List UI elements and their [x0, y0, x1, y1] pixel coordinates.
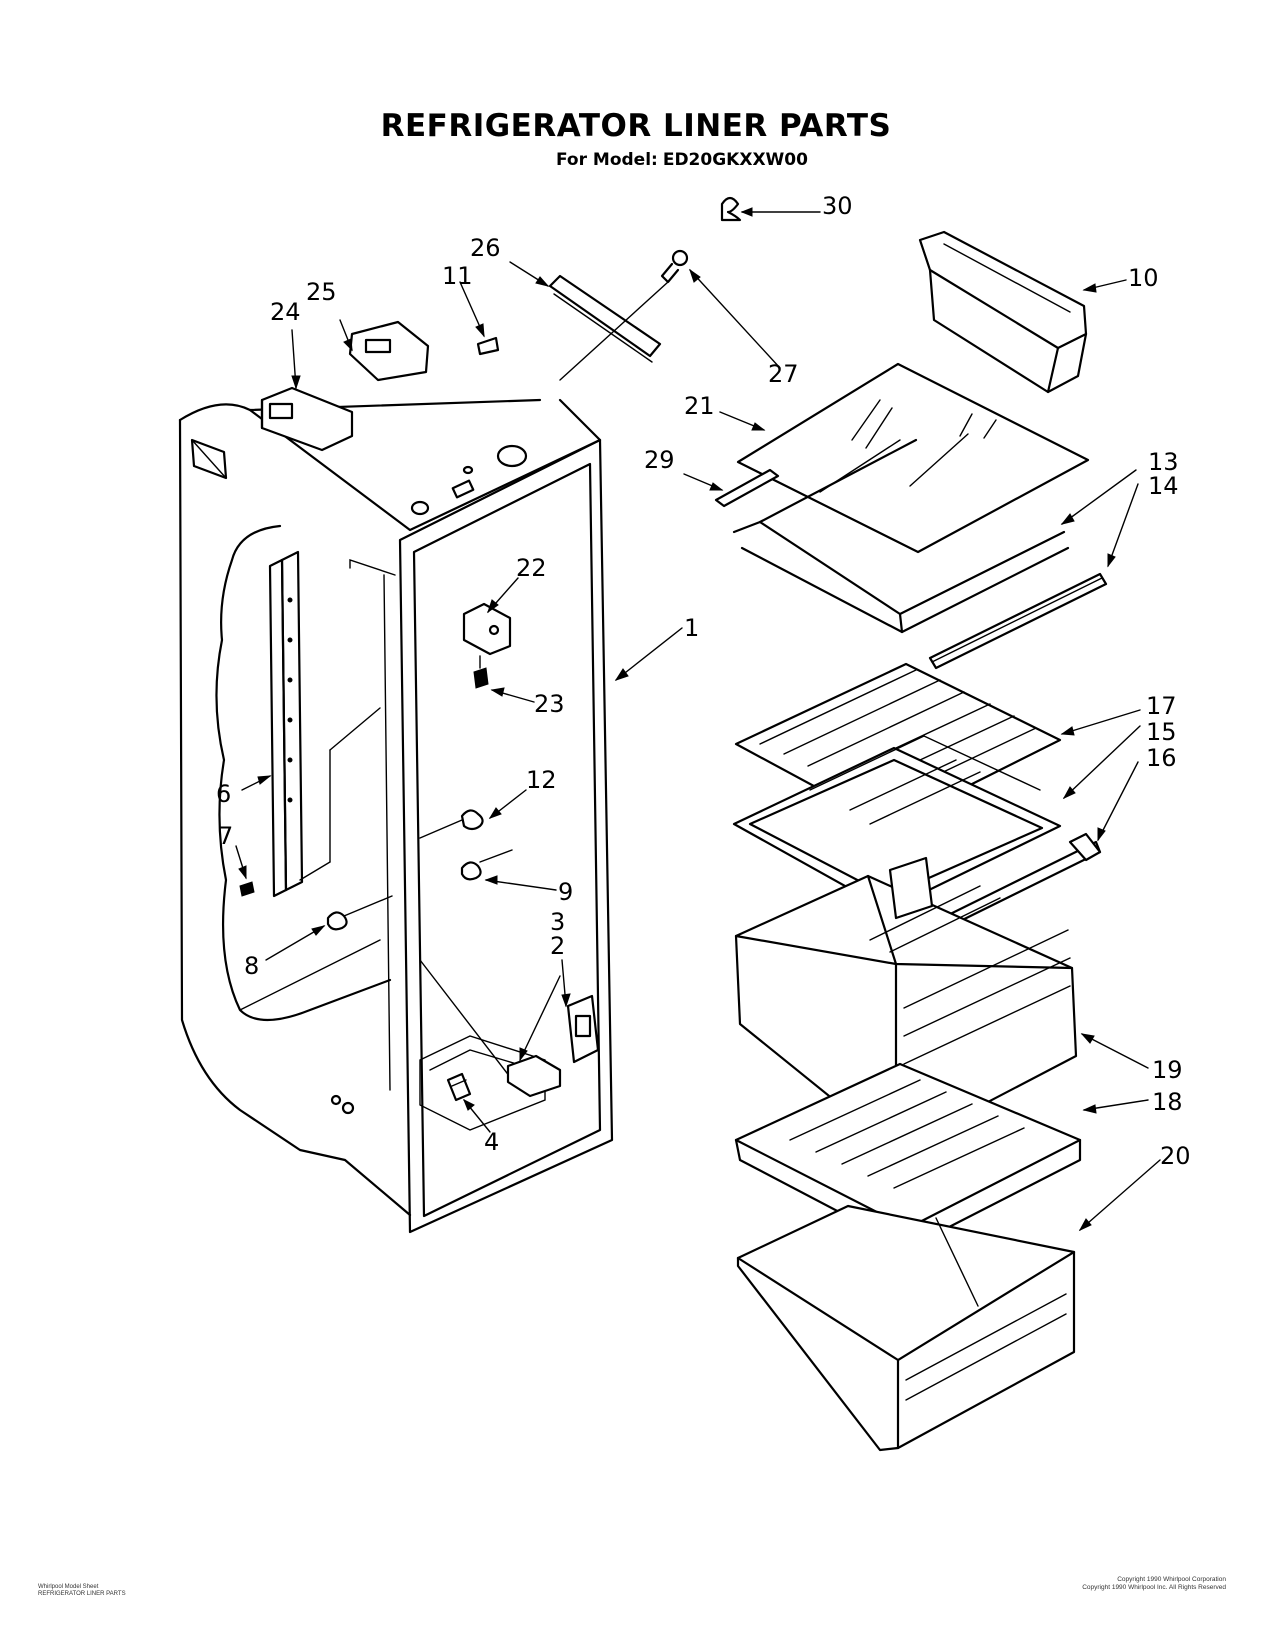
part-21-glass-shelf [736, 362, 1090, 554]
callout-16: 16 [1146, 744, 1177, 772]
callout-19: 19 [1152, 1056, 1183, 1084]
model-line: For Model:ED20GKXXW00 [556, 150, 808, 170]
part-23-screw [473, 655, 489, 689]
callout-1: 1 [684, 614, 699, 642]
callout-9: 9 [558, 878, 573, 906]
part-2-bracket [566, 994, 600, 1064]
part-3-bracket [506, 1054, 562, 1098]
callout-27: 27 [768, 360, 799, 388]
part-7-screw [239, 881, 255, 897]
footer-left-note: Whirlpool Model Sheet REFRIGERATOR LINER… [38, 1584, 126, 1598]
part-27-light-bulb [559, 249, 689, 381]
callout-15: 15 [1146, 718, 1177, 746]
footer-right-line1: Copyright 1990 Whirlpool Corporation [1117, 1576, 1226, 1583]
part-22-hinge-bracket [462, 602, 512, 656]
callout-29: 29 [644, 446, 675, 474]
callout-25: 25 [306, 278, 337, 306]
footer-copyright: Copyright 1990 Whirlpool Corporation Cop… [1082, 1576, 1226, 1592]
footer-left-line2: REFRIGERATOR LINER PARTS [38, 1591, 126, 1597]
callout-8: 8 [244, 952, 259, 980]
part-18-crisper-cover [734, 1062, 1082, 1250]
part-11-screw [476, 336, 500, 356]
callout-13: 13 [1148, 448, 1179, 476]
model-number: ED20GKXXW00 [662, 150, 808, 170]
part-12-clip [419, 809, 484, 839]
part-15-crisper-cover-frame [732, 735, 1062, 912]
footer-right-line2: Copyright 1990 Whirlpool Inc. All Rights… [1082, 1584, 1226, 1591]
callout-12: 12 [526, 766, 557, 794]
part-9-clip [460, 849, 513, 881]
part-19-crisper-drawer [734, 856, 1078, 1152]
part-13-shelf-frame [732, 438, 1070, 634]
part-24-control-housing [260, 386, 354, 452]
part-26-light-shield [548, 274, 662, 363]
callout-labels: 1 2 3 4 6 7 8 9 10 11 12 13 14 15 16 17 … [216, 192, 1191, 1170]
refrigerator-liner-cabinet [178, 398, 614, 1234]
callout-2: 2 [550, 932, 565, 960]
callout-6: 6 [216, 780, 231, 808]
callout-24: 24 [270, 298, 301, 326]
page-title: REFRIGERATOR LINER PARTS [380, 108, 892, 144]
callout-26: 26 [470, 234, 501, 262]
part-8-clip [326, 895, 393, 931]
part-4-roller [446, 1072, 472, 1102]
callout-30: 30 [822, 192, 853, 220]
leader-lines [235, 261, 1161, 1232]
part-6-shelf-ladder [268, 550, 381, 898]
part-29-shelf-trim [714, 468, 780, 508]
callout-17: 17 [1146, 692, 1177, 720]
callout-20: 20 [1160, 1142, 1191, 1170]
callout-14: 14 [1148, 472, 1179, 500]
callout-23: 23 [534, 690, 565, 718]
part-10-door-bin [918, 230, 1088, 394]
callout-4: 4 [484, 1128, 499, 1156]
model-prefix: For Model: [556, 150, 658, 170]
footer-left-line1: Whirlpool Model Sheet [38, 1584, 99, 1590]
part-30-hardware-bag [720, 196, 821, 222]
part-25-bracket [348, 320, 430, 382]
callout-18: 18 [1152, 1088, 1183, 1116]
part-14-shelf-rail [928, 572, 1108, 670]
callout-10: 10 [1128, 264, 1159, 292]
callout-22: 22 [516, 554, 547, 582]
callout-7: 7 [218, 822, 233, 850]
callout-21: 21 [684, 392, 715, 420]
callout-11: 11 [442, 262, 473, 290]
part-20-meat-drawer [736, 1204, 1076, 1452]
callout-3: 3 [550, 908, 565, 936]
